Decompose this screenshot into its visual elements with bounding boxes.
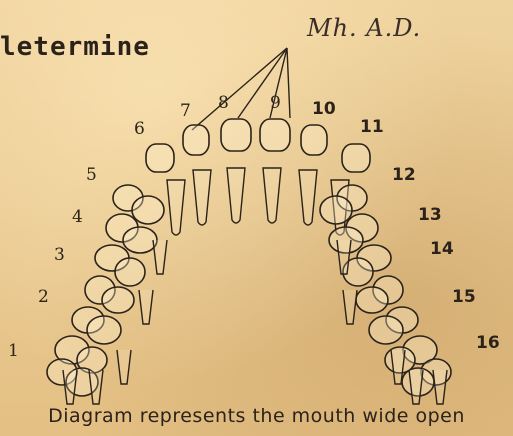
tooth-number-label: 2 <box>38 287 49 307</box>
tooth-root <box>433 370 447 404</box>
teeth-group <box>47 119 451 404</box>
tooth-crown <box>123 227 157 253</box>
tooth-root <box>63 370 77 404</box>
pointer-line <box>192 48 287 130</box>
tooth-crown <box>342 144 370 172</box>
diagram-caption: Diagram represents the mouth wide open <box>0 405 513 427</box>
tooth-crown <box>115 258 145 286</box>
tooth-number-label: 10 <box>312 99 336 119</box>
tooth-number-label: 12 <box>392 165 416 185</box>
tooth-root <box>299 170 317 225</box>
pointer-lines <box>192 48 290 130</box>
tooth-root <box>409 370 423 404</box>
tooth-crown <box>221 119 251 151</box>
tooth-crown <box>320 196 352 224</box>
tooth-crown <box>146 144 174 172</box>
tooth-number-label: 3 <box>54 245 65 265</box>
tooth-number-label: 5 <box>86 165 97 185</box>
tooth-number-label: 8 <box>218 93 229 113</box>
tooth-crown <box>183 125 209 155</box>
tooth-number-label: 13 <box>418 205 442 225</box>
tooth-crown <box>102 287 134 313</box>
tooth-crown <box>301 125 327 155</box>
tooth-root <box>263 168 281 223</box>
tooth-number-label: 14 <box>430 239 454 259</box>
tooth-root <box>343 290 357 324</box>
tooth-crown <box>87 316 121 344</box>
tooth-root <box>89 370 103 404</box>
tooth-root <box>227 168 245 223</box>
tooth-number-label: 7 <box>180 101 191 121</box>
tooth-root <box>153 240 167 274</box>
pointer-line <box>287 48 290 118</box>
tooth-number-label: 4 <box>72 207 83 227</box>
tooth-root <box>167 180 185 235</box>
tooth-crown <box>260 119 290 151</box>
tooth-number-label: 1 <box>8 341 19 361</box>
tooth-root <box>193 170 211 225</box>
tooth-number-label: 9 <box>270 93 281 113</box>
tooth-root <box>117 350 131 384</box>
tooth-crown <box>369 316 403 344</box>
tooth-number-label: 16 <box>476 333 500 353</box>
tooth-crown <box>356 287 388 313</box>
tooth-root <box>139 290 153 324</box>
tooth-number-label: 11 <box>360 117 384 137</box>
tooth-crown <box>132 196 164 224</box>
tooth-number-label: 6 <box>134 119 145 139</box>
tooth-number-label: 15 <box>452 287 476 307</box>
